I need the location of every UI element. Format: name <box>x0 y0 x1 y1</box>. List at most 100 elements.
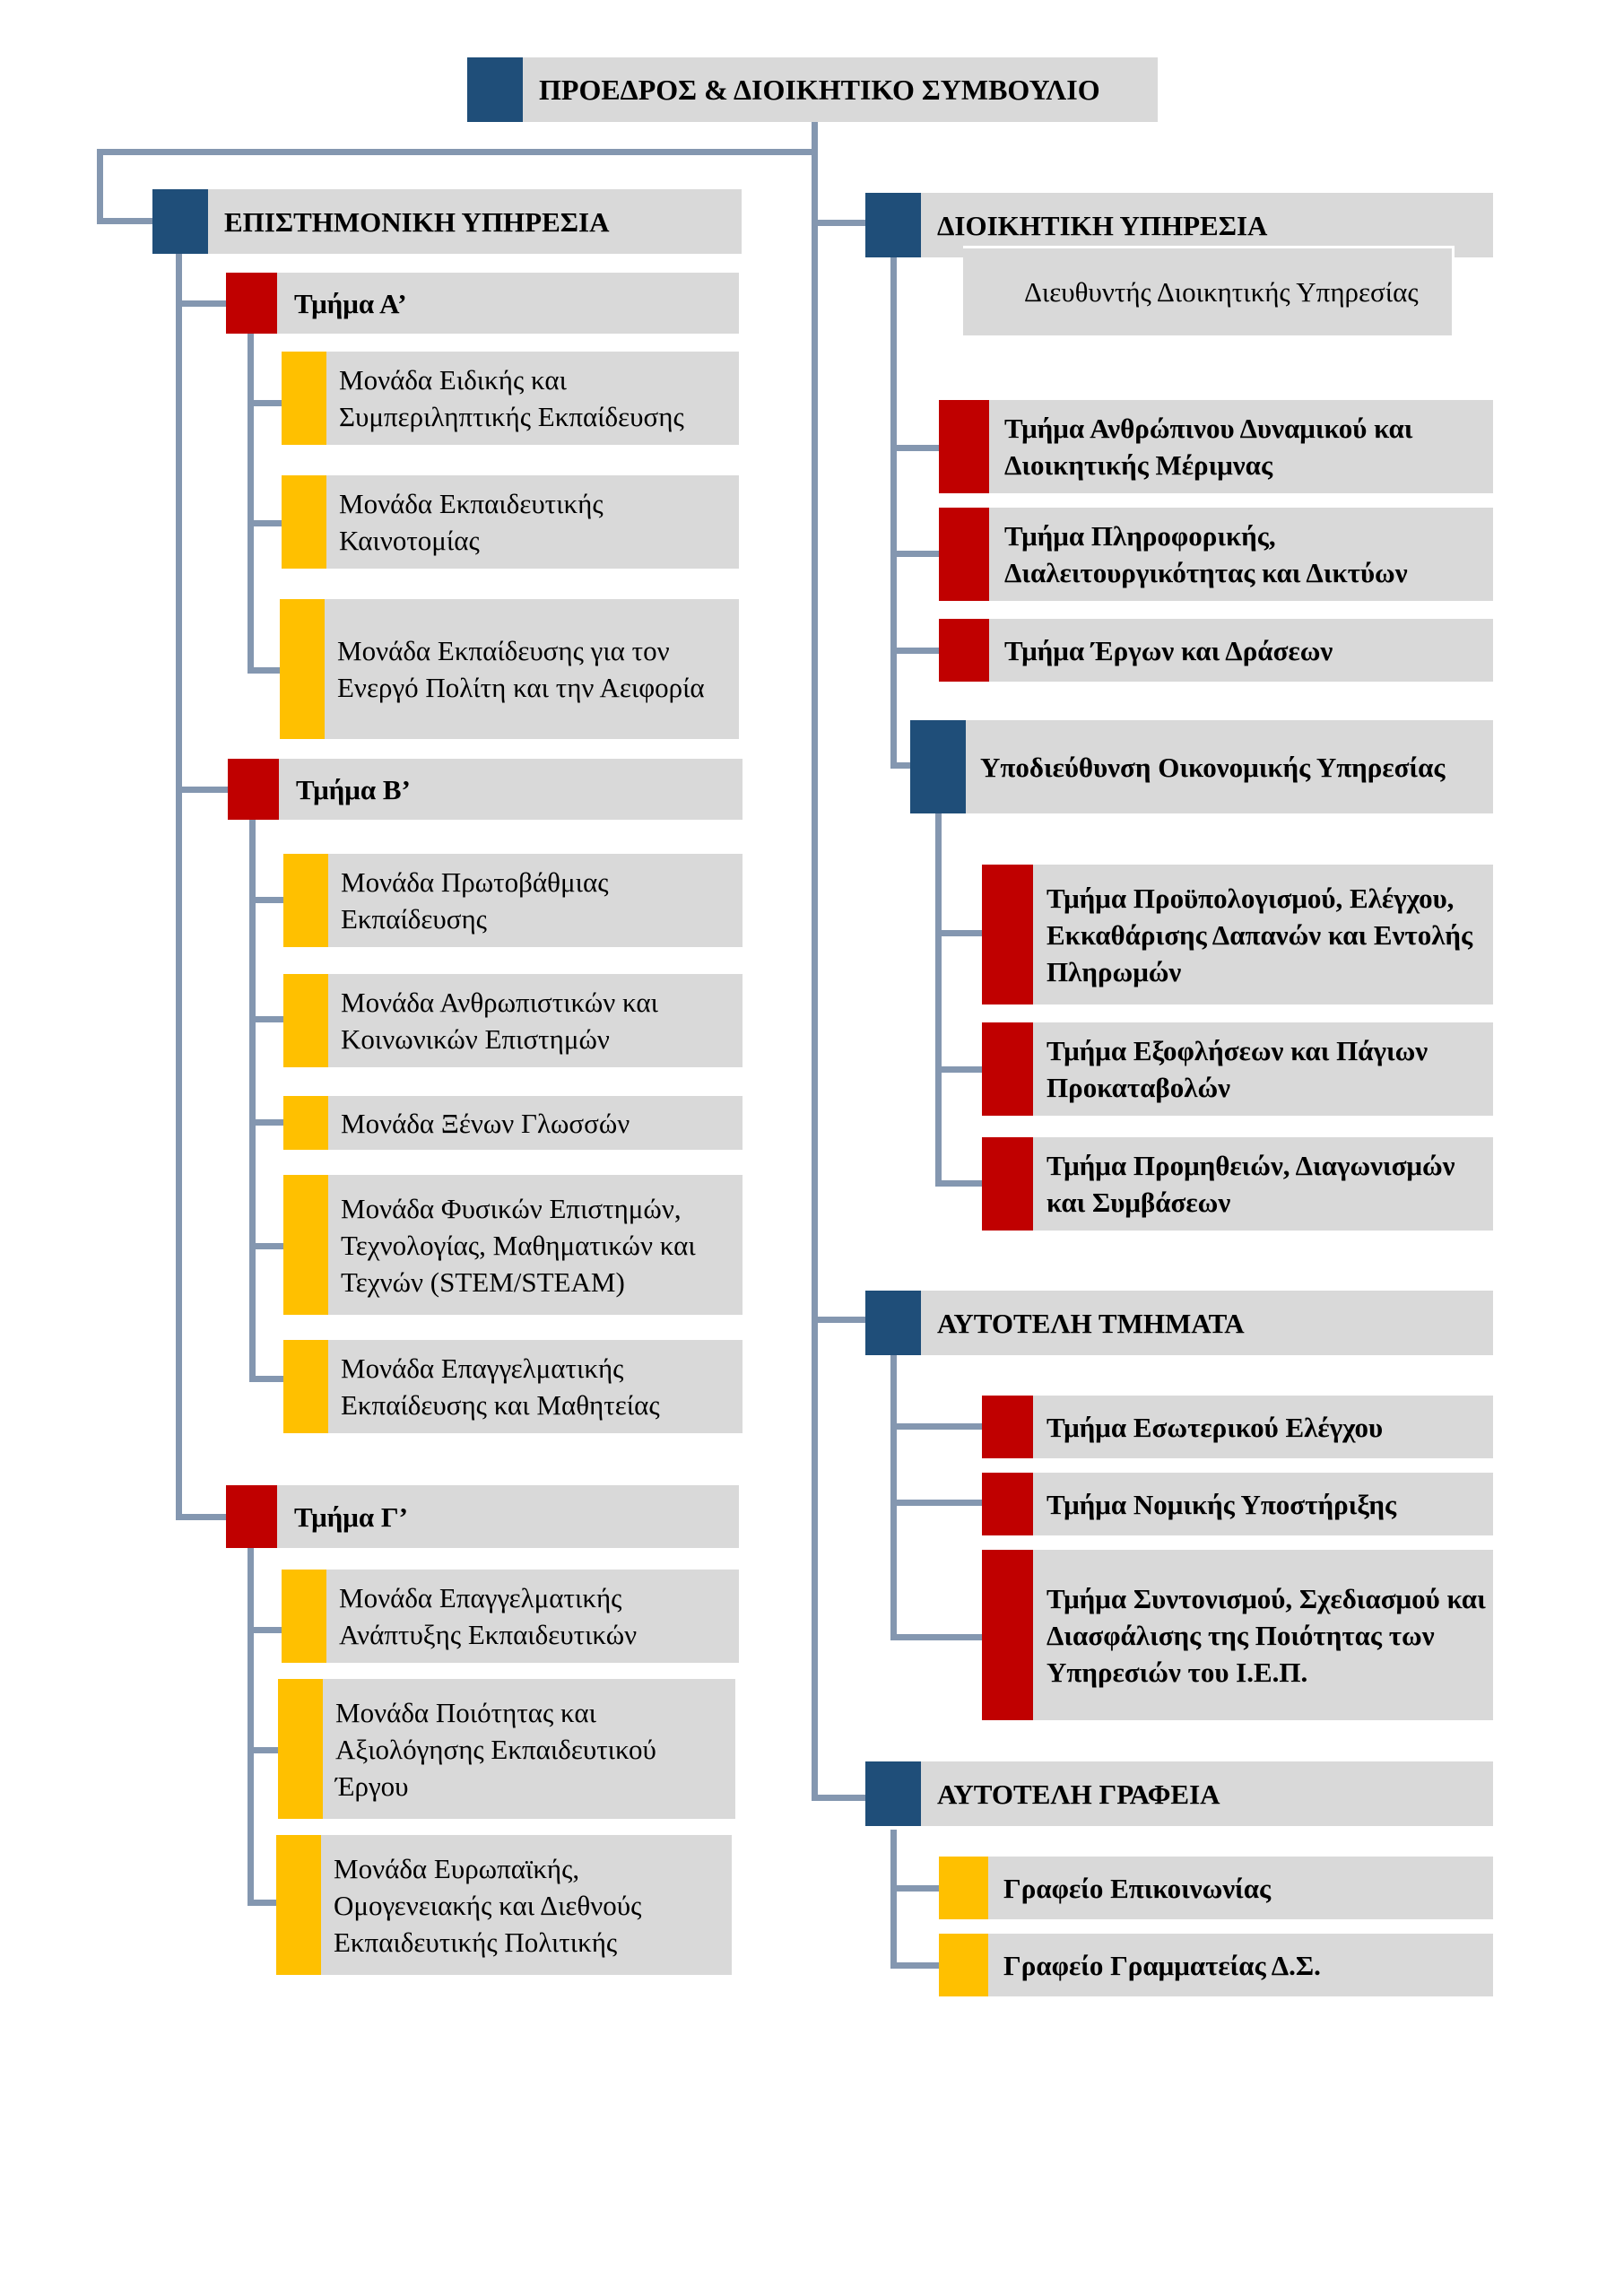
unit-label: Μονάδα Ποιότητας και Αξιολόγησης Εκπαιδε… <box>335 1696 656 1802</box>
office-node: Γραφείο Γραμματείας Δ.Σ. <box>939 1934 1493 1996</box>
connector-line <box>935 1180 982 1187</box>
red-marker <box>982 1550 1033 1720</box>
unit-node: Μονάδα Ξένων Γλωσσών <box>283 1096 743 1150</box>
yellow-marker <box>283 1340 328 1433</box>
dept-b-node: Τμήμα Β’ <box>228 759 743 820</box>
independent-department-node: Τμήμα Εσωτερικού Ελέγχου <box>982 1396 1493 1458</box>
connector-line <box>812 1795 865 1801</box>
connector-line <box>890 762 914 769</box>
yellow-marker <box>280 599 325 739</box>
red-marker <box>939 508 989 601</box>
department-label: Τμήμα Πληροφορικής, Διαλειτουργικότητας … <box>1004 520 1408 588</box>
connector-line <box>248 1747 278 1753</box>
connector-line <box>248 334 254 674</box>
unit-label: Μονάδα Επαγγελματικής Εκπαίδευσης και Μα… <box>341 1352 660 1421</box>
navy-marker <box>865 1291 921 1355</box>
unit-label: Μονάδα Ανθρωπιστικών και Κοινωνικών Επισ… <box>341 987 658 1055</box>
connector-line <box>248 1627 282 1633</box>
connector-line <box>176 787 228 793</box>
connector-line <box>935 1066 982 1073</box>
connector-line <box>248 1544 254 1906</box>
scientific-service-title: ΕΠΙΣΤΗΜΟΝΙΚΗ ΥΠΗΡΕΣΙΑ <box>224 205 610 238</box>
unit-node: Μονάδα Επαγγελματικής Ανάπτυξης Εκπαιδευ… <box>282 1570 739 1663</box>
dept-a-node: Τμήμα Α’ <box>226 273 739 334</box>
department-label: Τμήμα Νομικής Υποστήριξης <box>1046 1488 1397 1520</box>
unit-node: Μονάδα Φυσικών Επιστημών, Τεχνολογίας, Μ… <box>283 1175 743 1315</box>
connector-line <box>890 254 897 769</box>
connector-line <box>935 810 942 1187</box>
red-marker <box>226 273 277 334</box>
scientific-service-node: ΕΠΙΣΤΗΜΟΝΙΚΗ ΥΠΗΡΕΣΙΑ <box>152 189 742 254</box>
independent-department-node: Τμήμα Συντονισμού, Σχεδιασμού και Διασφά… <box>982 1550 1493 1720</box>
connector-line <box>935 930 982 936</box>
top-node: ΠΡΟΕΔΡΟΣ & ΔΙΟΙΚΗΤΙΚΟ ΣΥΜΒΟΥΛΙΟ <box>467 57 1158 122</box>
unit-node: Μονάδα Ποιότητας και Αξιολόγησης Εκπαιδε… <box>278 1679 735 1819</box>
dept-b-title: Τμήμα Β’ <box>296 773 411 805</box>
connector-line <box>890 1352 897 1640</box>
connector-line <box>248 1900 276 1906</box>
independent-offices-node: ΑΥΤΟΤΕΛΗ ΓΡΑΦΕΙΑ <box>865 1761 1493 1826</box>
unit-node: Μονάδα Ανθρωπιστικών και Κοινωνικών Επισ… <box>283 974 743 1067</box>
yellow-marker <box>282 475 326 569</box>
connector-line <box>248 400 282 406</box>
connector-line <box>812 220 865 226</box>
red-marker <box>982 1473 1033 1535</box>
connector-line <box>890 445 939 451</box>
finance-subdirectorate-title: Υποδιεύθυνση Οικονομικής Υπηρεσίας <box>980 751 1446 783</box>
navy-marker <box>865 1761 921 1826</box>
connector-line <box>97 149 103 224</box>
red-marker <box>226 1485 277 1548</box>
department-label: Τμήμα Προϋπολογισμού, Ελέγχου, Εκκαθάρισ… <box>1046 882 1473 987</box>
unit-label: Μονάδα Εκπαίδευσης για τον Ενεργό Πολίτη… <box>337 635 705 703</box>
finance-department-node: Τμήμα Προϋπολογισμού, Ελέγχου, Εκκαθάρισ… <box>982 865 1493 1004</box>
department-label: Τμήμα Έργων και Δράσεων <box>1004 634 1333 666</box>
connector-line <box>97 149 818 155</box>
office-label: Γραφείο Επικοινωνίας <box>1003 1872 1272 1904</box>
yellow-marker <box>282 1570 326 1663</box>
admin-department-node: Τμήμα Ανθρώπινου Δυναμικού και Διοικητικ… <box>939 400 1493 493</box>
department-label: Τμήμα Εσωτερικού Ελέγχου <box>1046 1411 1384 1443</box>
connector-line <box>248 520 282 526</box>
yellow-marker <box>276 1835 321 1975</box>
connector-line <box>812 121 818 1801</box>
unit-label: Μονάδα Ειδικής και Συμπεριληπτικής Εκπαί… <box>339 364 684 432</box>
independent-offices-title: ΑΥΤΟΤΕΛΗ ΓΡΑΦΕΙΑ <box>937 1778 1220 1810</box>
independent-departments-title: ΑΥΤΟΤΕΛΗ ΤΜΗΜΑΤΑ <box>937 1307 1245 1339</box>
connector-line <box>890 551 939 557</box>
unit-label: Μονάδα Ξένων Γλωσσών <box>341 1107 630 1139</box>
unit-label: Μονάδα Εκπαιδευτικής Καινοτομίας <box>339 488 604 556</box>
office-node: Γραφείο Επικοινωνίας <box>939 1857 1493 1919</box>
admin-department-node: Τμήμα Έργων και Δράσεων <box>939 619 1493 682</box>
unit-label: Μονάδα Πρωτοβάθμιας Εκπαίδευσης <box>341 866 609 935</box>
connector-line <box>176 1514 226 1520</box>
connector-line <box>890 1423 982 1430</box>
connector-line <box>890 1500 982 1506</box>
connector-line <box>249 1243 283 1249</box>
unit-label: Μονάδα Ευρωπαϊκής, Ομογενειακής και Διεθ… <box>334 1852 642 1958</box>
connector-line <box>97 218 152 224</box>
yellow-marker <box>283 974 328 1067</box>
connector-line <box>249 1376 283 1382</box>
department-label: Τμήμα Προμηθειών, Διαγωνισμών και Συμβάσ… <box>1046 1150 1455 1218</box>
unit-node: Μονάδα Εκπαίδευσης για τον Ενεργό Πολίτη… <box>280 599 739 739</box>
connector-line <box>890 1962 939 1969</box>
connector-line <box>890 1830 897 1969</box>
yellow-marker <box>283 1096 328 1150</box>
red-marker <box>228 759 279 820</box>
connector-line <box>890 1634 982 1640</box>
admin-department-node: Τμήμα Πληροφορικής, Διαλειτουργικότητας … <box>939 508 1493 601</box>
finance-subdirectorate-node: Υποδιεύθυνση Οικονομικής Υπηρεσίας <box>910 720 1493 813</box>
independent-department-node: Τμήμα Νομικής Υποστήριξης <box>982 1473 1493 1535</box>
yellow-marker <box>283 1175 328 1315</box>
unit-node: Μονάδα Επαγγελματικής Εκπαίδευσης και Μα… <box>283 1340 743 1433</box>
red-marker <box>982 865 1033 1004</box>
yellow-marker <box>283 854 328 947</box>
dept-c-title: Τμήμα Γ’ <box>294 1500 408 1533</box>
dept-a-title: Τμήμα Α’ <box>294 287 407 319</box>
yellow-marker <box>939 1857 988 1919</box>
connector-line <box>249 897 283 903</box>
connector-line <box>812 1317 865 1323</box>
connector-line <box>249 818 256 1382</box>
unit-node: Μονάδα Πρωτοβάθμιας Εκπαίδευσης <box>283 854 743 947</box>
connector-line <box>248 667 280 674</box>
